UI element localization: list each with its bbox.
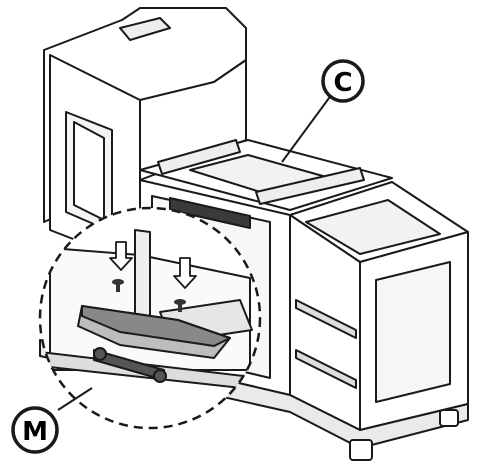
right-top-inset <box>305 199 441 255</box>
roll-left <box>157 139 241 175</box>
left-window-inner <box>73 121 105 221</box>
screw-icon <box>112 279 124 292</box>
drip-tray-top <box>81 305 231 347</box>
roll-right <box>255 167 365 205</box>
callout-c-label: C <box>333 68 352 98</box>
shelf-1 <box>295 299 357 339</box>
detail-dashed-circle <box>38 206 262 430</box>
down-arrow-icon <box>173 257 197 289</box>
down-arrow-icon <box>109 241 133 271</box>
handle-knob-left <box>93 347 107 361</box>
handle-knob-right <box>153 369 167 383</box>
right-front-panel <box>375 261 451 403</box>
top-recess <box>119 17 171 41</box>
callout-c-leader <box>281 93 333 163</box>
detail-magnifier <box>38 206 262 430</box>
callout-m-leader <box>57 387 93 411</box>
foot-right <box>439 409 459 427</box>
callout-c: C <box>281 59 365 163</box>
shelf-2 <box>295 349 357 389</box>
callout-m-circle <box>11 406 59 454</box>
callout-m-label: M <box>22 417 48 447</box>
control-panel <box>169 197 251 229</box>
callout-c-circle <box>321 59 365 103</box>
callout-m: M <box>11 387 93 454</box>
foot-front <box>349 439 373 461</box>
screw-icon <box>174 299 186 312</box>
